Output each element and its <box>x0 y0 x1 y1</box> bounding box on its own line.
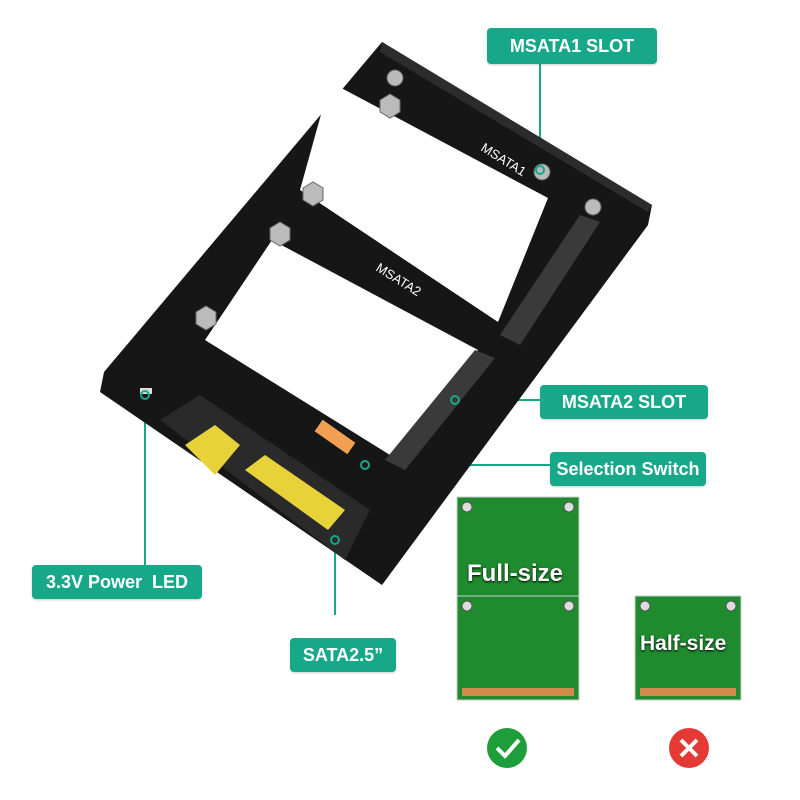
selection-switch <box>314 419 356 455</box>
half-size-card <box>634 595 742 701</box>
adapter-board: MSATA1 MSATA2 <box>100 42 652 585</box>
label-selection-switch: Selection Switch <box>550 452 706 486</box>
x-icon <box>669 728 709 768</box>
msata1-slot-connector <box>500 215 600 345</box>
check-icon <box>487 728 527 768</box>
label-msata2-slot: MSATA2 SLOT <box>540 385 708 419</box>
full-size-card <box>456 496 580 701</box>
label-sata: SATA2.5” <box>290 638 396 672</box>
msata2-slot-connector <box>385 350 495 470</box>
label-power-led: 3.3V Power LED <box>32 565 202 599</box>
full-size-label: Full-size <box>467 560 564 587</box>
label-msata1-slot: MSATA1 SLOT <box>487 28 657 64</box>
half-size-label: Half-size <box>640 632 727 655</box>
